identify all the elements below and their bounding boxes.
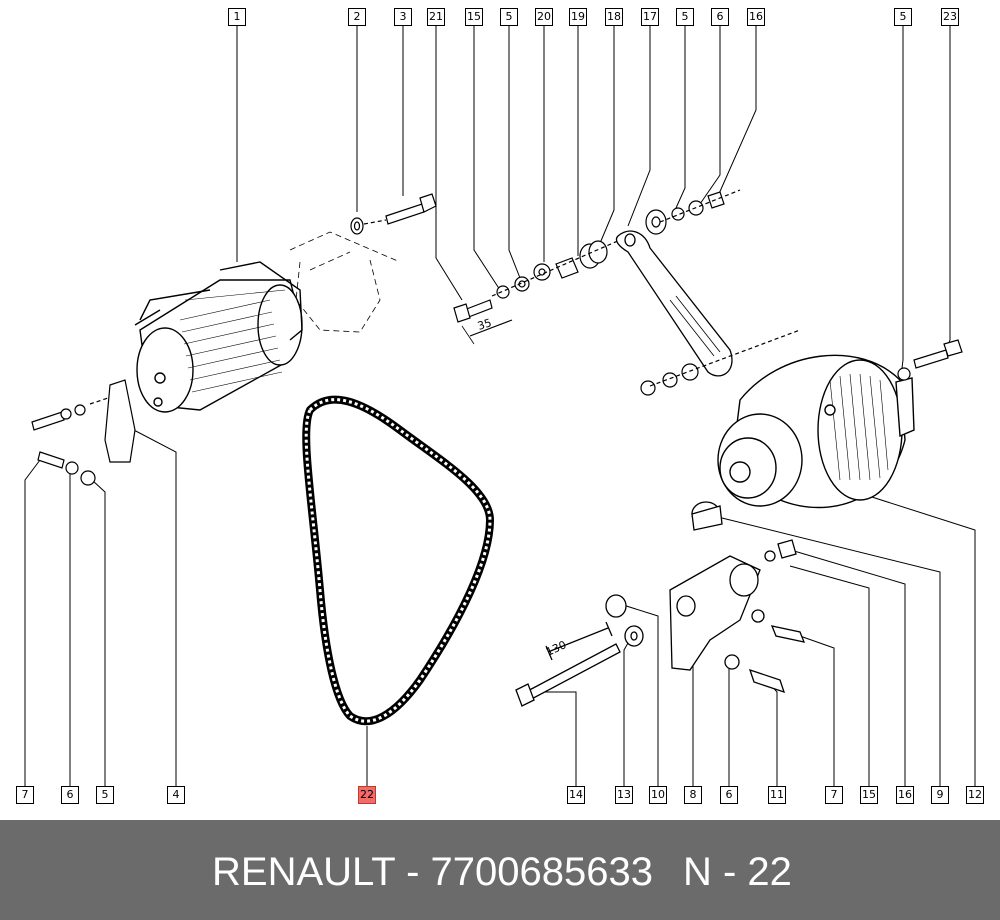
nut-washer-set-top — [645, 189, 741, 235]
bolt-21 — [453, 299, 513, 345]
callout-label: 17 — [641, 8, 659, 26]
callout-label: 19 — [569, 8, 587, 26]
nut-washer-set-mid — [640, 329, 801, 396]
parts-diagram: 35 — [16, 8, 984, 804]
callout-label: 6 — [720, 786, 738, 804]
alternator — [717, 354, 915, 509]
callout-label: 9 — [931, 786, 949, 804]
callout-label: 12 — [966, 786, 984, 804]
callout-label: 6 — [711, 8, 729, 26]
callout-label: 16 — [896, 786, 914, 804]
dimension-35: 35 — [476, 316, 493, 333]
callout-label: 14 — [567, 786, 585, 804]
callout-label: 1 — [228, 8, 246, 26]
callout-label: 6 — [61, 786, 79, 804]
bolt-23 — [897, 339, 963, 381]
washers-row — [491, 239, 621, 299]
bracket-4 — [31, 379, 136, 486]
callout-label: 10 — [649, 786, 667, 804]
callout-label: 4 — [167, 786, 185, 804]
callout-label-highlighted[interactable]: 22 — [358, 786, 376, 804]
callout-label: 8 — [684, 786, 702, 804]
callout-label: 18 — [605, 8, 623, 26]
callout-label: 23 — [941, 8, 959, 26]
bolt-3 — [350, 193, 437, 235]
callout-label: 2 — [348, 8, 366, 26]
callout-label: 3 — [394, 8, 412, 26]
page-reference: N - 22 — [683, 850, 792, 894]
callout-label: 15 — [465, 8, 483, 26]
footer-bar: RENAULT - 7700685633 N - 22 — [0, 820, 1000, 920]
housing-outline — [289, 231, 401, 333]
exploded-view-drawing: 35 — [24, 26, 976, 786]
callout-label: 15 — [860, 786, 878, 804]
callout-label: 5 — [676, 8, 694, 26]
callout-label: 20 — [535, 8, 553, 26]
callout-label: 5 — [500, 8, 518, 26]
adjuster-link-17 — [615, 230, 733, 377]
callout-label: 21 — [427, 8, 445, 26]
callout-label: 5 — [894, 8, 912, 26]
callout-label: 5 — [96, 786, 114, 804]
callout-label: 13 — [615, 786, 633, 804]
callout-label: 16 — [747, 8, 765, 26]
starter-motor — [134, 261, 303, 413]
callout-label: 11 — [768, 786, 786, 804]
lower-bracket-8 — [515, 501, 806, 707]
dimension-130: 130 — [544, 638, 568, 658]
v-belt-22 — [302, 395, 495, 726]
callout-label: 7 — [825, 786, 843, 804]
callout-label: 7 — [16, 786, 34, 804]
part-number-title: RENAULT - 7700685633 — [212, 850, 654, 894]
